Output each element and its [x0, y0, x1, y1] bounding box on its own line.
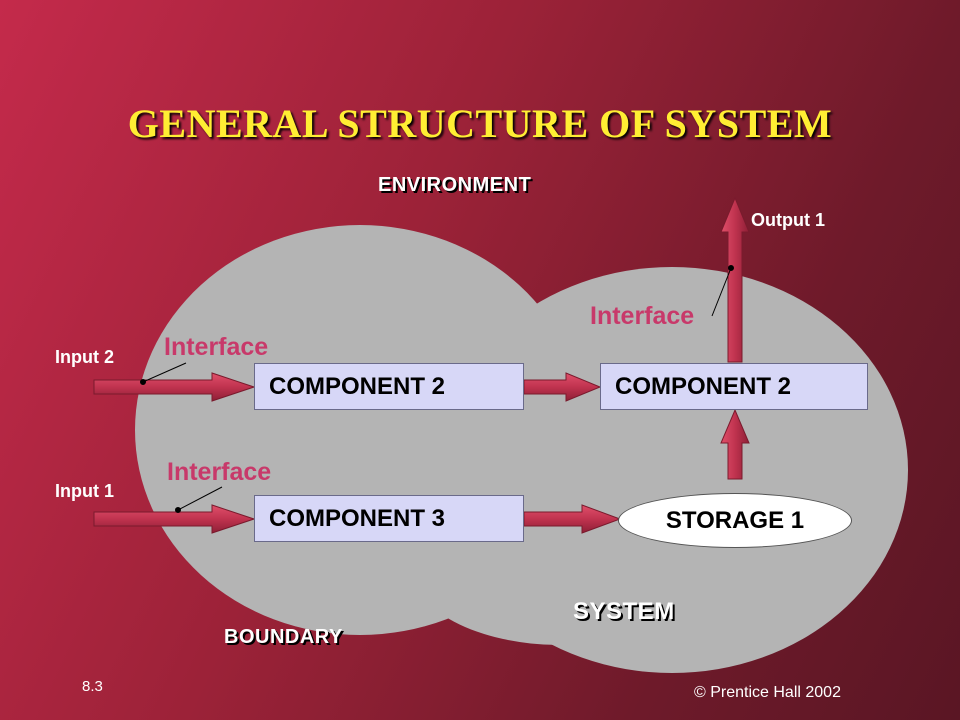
- slide-number: 8.3: [82, 678, 103, 695]
- storage-1-ellipse: STORAGE 1: [618, 493, 852, 548]
- interface-label-top-right: Interface: [590, 302, 695, 330]
- slide-title: GENERAL STRUCTURE OF SYSTEM: [127, 101, 833, 146]
- system-label: SYSTEM: [573, 598, 675, 625]
- input-1-arrow: [93, 504, 256, 534]
- output-1-label: Output 1: [751, 210, 825, 230]
- component-2-right-box: COMPONENT 2: [600, 363, 868, 410]
- component-3-box: COMPONENT 3: [254, 495, 524, 542]
- interface-label-lower-left: Interface: [167, 458, 272, 486]
- interface-pointers: [140, 265, 734, 513]
- input-1-label: Input 1: [55, 481, 114, 501]
- system-region: [135, 225, 908, 673]
- input-2-arrow: [93, 372, 256, 402]
- interface-pointer-middle-left: [142, 362, 187, 383]
- storage-to-component-arrow: [720, 408, 750, 480]
- component-2-left-box: COMPONENT 2: [254, 363, 524, 410]
- interface-pointer-lower-left: [177, 486, 223, 511]
- interface-label-middle-left: Interface: [164, 333, 269, 361]
- interface-pointer-top-right: [711, 267, 732, 317]
- component-to-storage-arrow: [523, 504, 622, 534]
- copyright-notice: © Prentice Hall 2002: [694, 684, 841, 701]
- component-link-arrow: [523, 372, 602, 402]
- input-2-label: Input 2: [55, 347, 114, 367]
- output-1-arrow: [720, 196, 750, 363]
- environment-label: ENVIRONMENT: [378, 174, 532, 196]
- boundary-label: BOUNDARY: [224, 626, 343, 648]
